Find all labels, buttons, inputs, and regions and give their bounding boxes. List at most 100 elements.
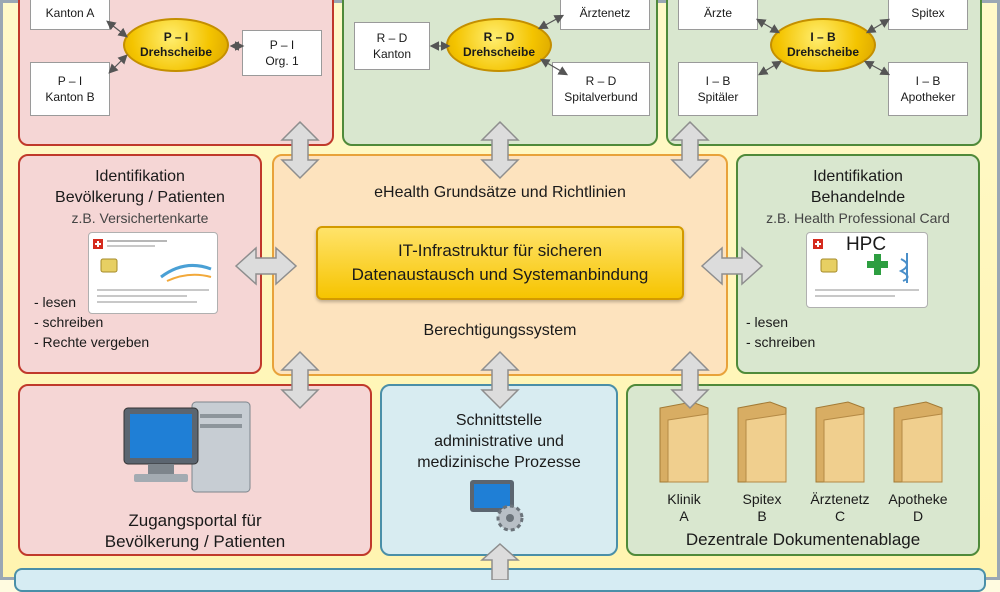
title-line: Identifikation [813, 168, 903, 185]
action-item: - lesen [746, 314, 789, 330]
hub-label: R – D [483, 30, 515, 44]
arrow-hub-link [863, 60, 891, 76]
folder-icon [815, 401, 865, 483]
insurance-card-graphic [93, 239, 212, 303]
folder-label: C [834, 508, 846, 524]
id-patients-subtitle: z.B. Versichertenkarte [71, 210, 209, 226]
folder-apotheke: Apotheke D [880, 398, 956, 525]
core-line: Datenaustausch und Systemanbindung [351, 265, 649, 284]
double-arrow-vertical [280, 120, 320, 180]
node-label: P – I [57, 74, 83, 88]
node-ib-apotheker: I – B Apotheker [888, 62, 968, 116]
panel-interface [380, 384, 618, 556]
insurance-card-image [88, 232, 218, 314]
double-arrow-vertical [480, 350, 520, 410]
double-arrow-vertical [670, 120, 710, 180]
settings-computer-icon [470, 480, 524, 532]
node-label: Apotheker [900, 90, 956, 104]
node-label: Kanton A [45, 6, 95, 20]
arrow-hub-link [865, 18, 891, 34]
node-label: I – B [915, 74, 941, 88]
title-line: Identifikation [95, 168, 185, 185]
hpc-card-graphic [813, 239, 919, 297]
folder-label: B [757, 508, 767, 524]
node-rd-spitalverbund: R – D Spitalverbund [552, 62, 650, 116]
arrow-hub-link [757, 60, 783, 76]
title-line: Schnittstelle [455, 412, 543, 429]
arrow-hub-link [537, 14, 565, 30]
double-arrow-vertical [480, 542, 520, 580]
folder-klinik: Klinik A [646, 398, 722, 525]
title-line: Bevölkerung / Patienten [104, 532, 286, 551]
node-label: Spitäler [697, 90, 739, 104]
node-label: I – B [705, 74, 731, 88]
authorization-label: Berechtigungssystem [423, 322, 577, 339]
title-line: Behandelnde [810, 189, 906, 206]
node-label: R – D [376, 31, 408, 45]
action-item: - schreiben [34, 314, 104, 330]
folder-icon [737, 401, 787, 483]
node-ib-spitaeler: I – B Spitäler [678, 62, 758, 116]
arrow-hub-link [108, 54, 128, 74]
folder-label: Klinik [667, 491, 701, 507]
access-portal-title: Zugangsportal für Bevölkerung / Patiente… [18, 510, 372, 552]
principles-label: eHealth Grundsätze und Richtlinien [374, 184, 626, 201]
hub-label: P – I [163, 30, 189, 44]
double-arrow-vertical [670, 350, 710, 410]
folder-spitex: Spitex B [724, 398, 800, 525]
double-arrow-horizontal [234, 246, 298, 286]
folder-label: A [679, 508, 689, 524]
it-infrastructure-box: IT-Infrastruktur für sicheren Datenausta… [316, 226, 684, 300]
hub-pi: P – I Drehscheibe [123, 18, 229, 72]
core-line: IT-Infrastruktur für sicheren [397, 241, 603, 260]
computer-icon [123, 401, 251, 493]
arrow-hub-link [539, 58, 569, 76]
hpc-card-image [806, 232, 928, 308]
node-spitex: Spitex [888, 0, 968, 30]
folder-label: Ärztenetz [810, 491, 870, 507]
double-arrow-vertical [480, 120, 520, 180]
id-providers-actions: - lesen - schreiben [746, 312, 815, 352]
storage-title: Dezentrale Dokumentenablage [685, 530, 921, 549]
node-label: Ärztenetz [579, 6, 631, 20]
hub-label: Drehscheibe [786, 45, 860, 59]
node-pi-org1: P – I Org. 1 [242, 30, 322, 76]
node-label: Kanton B [45, 90, 95, 104]
node-pi-kanton-b: P – I Kanton B [30, 62, 110, 116]
hub-label: I – B [810, 30, 836, 44]
action-item: - Rechte vergeben [34, 334, 150, 350]
hub-label: Drehscheibe [462, 45, 536, 59]
title-line: medizinische Prozesse [417, 454, 581, 471]
folder-label: Spitex [742, 491, 782, 507]
node-label: Org. 1 [265, 54, 299, 68]
folder-label: Apotheke [888, 491, 948, 507]
title-line: Bevölkerung / Patienten [55, 189, 225, 206]
action-item: - schreiben [746, 334, 816, 350]
title-line: administrative und [434, 433, 564, 450]
node-rd-kanton: R – D Kanton [354, 22, 430, 70]
node-kanton-a: Kanton A [30, 0, 110, 30]
hub-label: Drehscheibe [139, 45, 213, 59]
node-label: Spitalverbund [564, 90, 638, 104]
node-label: Spitex [911, 6, 945, 20]
double-arrow-horizontal [700, 246, 764, 286]
node-label: P – I [269, 38, 295, 52]
arrow-hub-link [106, 20, 128, 38]
id-patients-actions: - lesen - schreiben - Rechte vergeben [34, 292, 149, 352]
node-label: Ärzte [703, 6, 732, 20]
node-aerztenetz: Ärztenetz [560, 0, 650, 30]
node-label: Kanton [372, 47, 412, 61]
action-item: - lesen [34, 294, 77, 310]
id-patients-title: Identifikation Bevölkerung / Patienten [18, 166, 262, 208]
connection-arrows [106, 14, 891, 580]
folder-aerztenetz: Ärztenetz C [802, 398, 878, 525]
folder-icon [659, 401, 709, 483]
node-aerzte: Ärzte [678, 0, 758, 30]
title-line: Zugangsportal für [128, 511, 262, 530]
hub-ib: I – B Drehscheibe [770, 18, 876, 72]
interface-title: Schnittstelle administrative und medizin… [380, 410, 618, 473]
folder-label: D [912, 508, 924, 524]
folder-icon [893, 401, 943, 483]
node-label: R – D [585, 74, 617, 88]
double-arrow-vertical [280, 350, 320, 410]
